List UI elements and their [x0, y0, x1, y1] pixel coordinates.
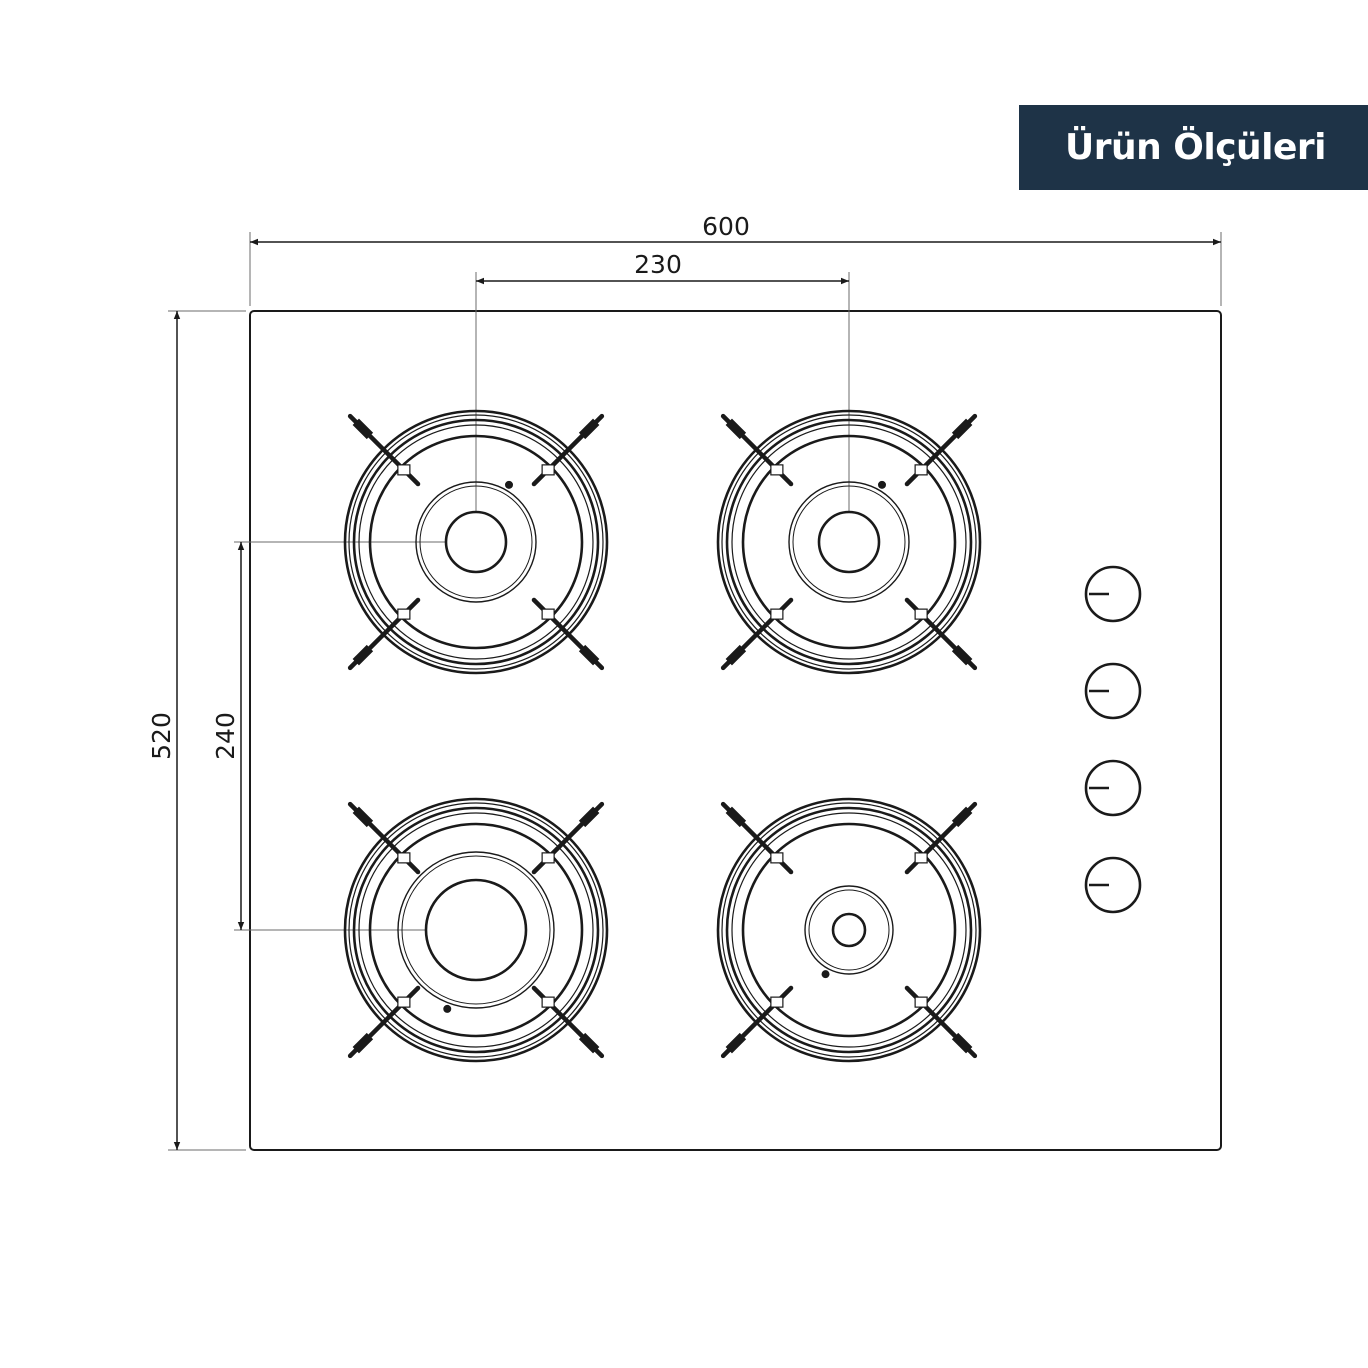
trivet-support — [770, 996, 784, 1008]
trivet-foot — [578, 418, 600, 440]
burner-ring — [348, 802, 604, 1058]
trivet-foot — [352, 1032, 374, 1054]
dimension-horizontal-spacing-label: 230 — [634, 250, 682, 279]
page-title: Ürün Ölçüleri — [1064, 127, 1327, 168]
igniter-icon — [878, 480, 886, 489]
burner-ring — [368, 434, 584, 650]
dimension-width-total: 600 — [249, 212, 1222, 306]
burner-ring — [358, 812, 594, 1048]
trivet-support — [397, 608, 411, 620]
trivet-foot — [951, 1032, 973, 1054]
dimension-burner-spacing-horizontal: 230 — [475, 250, 850, 540]
trivet-support — [914, 608, 928, 620]
trivet-foot — [951, 806, 973, 828]
burner-ring — [741, 434, 957, 650]
burner-ring — [731, 424, 967, 660]
trivet-support — [397, 996, 411, 1008]
burners — [343, 409, 982, 1063]
burner-bottom-right — [716, 797, 982, 1063]
burner-crown — [415, 481, 537, 603]
burner-ring — [725, 806, 973, 1054]
trivet-support — [541, 996, 555, 1008]
dimension-burner-spacing-vertical: 240 — [211, 541, 470, 931]
control-knob-3[interactable] — [1084, 759, 1142, 817]
trivet-foot — [352, 418, 374, 440]
burner-ring — [716, 797, 982, 1063]
knob-icon[interactable] — [1084, 856, 1142, 914]
igniter-icon — [821, 970, 830, 979]
trivet-support — [770, 852, 784, 864]
igniter-icon — [443, 1004, 452, 1013]
burner-ring — [343, 797, 609, 1063]
burner-crown — [804, 885, 894, 975]
trivet-foot — [951, 418, 973, 440]
burner-top-left — [343, 409, 609, 675]
trivet-foot — [352, 806, 374, 828]
burner-crown-inner — [419, 485, 533, 599]
burner-cap — [831, 912, 867, 948]
burner-ring — [352, 806, 600, 1054]
dimension-vertical-spacing-label: 240 — [211, 712, 240, 760]
burner-ring — [725, 418, 973, 666]
dimension-depth-total: 520 — [147, 310, 246, 1151]
trivet-support — [541, 852, 555, 864]
control-knobs — [1084, 565, 1142, 914]
trivet-foot — [578, 806, 600, 828]
trivet-foot — [951, 644, 973, 666]
hob-outline — [249, 310, 1222, 1151]
dimension-depth-label: 520 — [147, 712, 176, 760]
trivet-foot — [725, 806, 747, 828]
trivet-support — [914, 464, 928, 476]
burner-crown-inner — [808, 889, 890, 971]
burner-cap — [444, 510, 508, 574]
burner-crown-inner — [792, 485, 906, 599]
trivet-support — [914, 852, 928, 864]
knob-icon[interactable] — [1084, 662, 1142, 720]
burner-ring — [343, 409, 609, 675]
trivet-foot — [352, 644, 374, 666]
trivet-support — [770, 464, 784, 476]
burner-ring — [741, 822, 957, 1038]
burner-crown-inner — [401, 855, 551, 1005]
burner-ring — [731, 812, 967, 1048]
trivet-support — [397, 852, 411, 864]
dimension-width-label: 600 — [702, 212, 750, 241]
control-knob-2[interactable] — [1084, 662, 1142, 720]
burner-bottom-left — [343, 797, 609, 1063]
burner-ring — [348, 414, 604, 670]
burner-ring — [721, 414, 977, 670]
burner-crown — [788, 481, 910, 603]
burner-ring — [368, 822, 584, 1038]
burner-cap — [424, 878, 528, 982]
trivet-support — [541, 608, 555, 620]
title-banner: Ürün Ölçüleri — [1019, 105, 1368, 190]
trivet-foot — [578, 644, 600, 666]
burner-ring — [352, 418, 600, 666]
knob-icon[interactable] — [1084, 759, 1142, 817]
burner-top-right — [716, 409, 982, 675]
trivet-support — [397, 464, 411, 476]
control-knob-4[interactable] — [1084, 856, 1142, 914]
burner-cap — [817, 510, 881, 574]
trivet-foot — [578, 1032, 600, 1054]
knob-icon[interactable] — [1084, 565, 1142, 623]
control-knob-1[interactable] — [1084, 565, 1142, 623]
burner-crown — [397, 851, 555, 1009]
trivet-foot — [725, 418, 747, 440]
trivet-foot — [725, 644, 747, 666]
burner-ring — [721, 802, 977, 1058]
burner-ring — [358, 424, 594, 660]
trivet-support — [541, 464, 555, 476]
trivet-support — [770, 608, 784, 620]
burner-ring — [716, 409, 982, 675]
trivet-foot — [725, 1032, 747, 1054]
trivet-support — [914, 996, 928, 1008]
igniter-icon — [505, 480, 513, 489]
